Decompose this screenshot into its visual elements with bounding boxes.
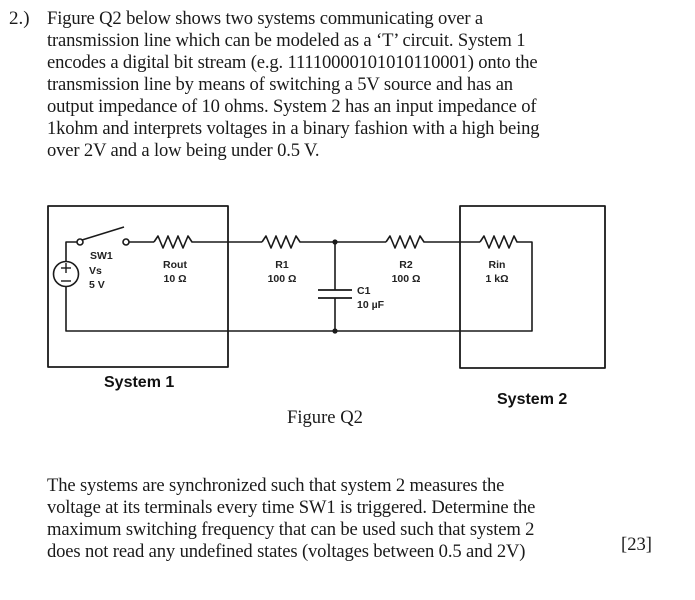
question-line: The systems are synchronized such that s… bbox=[47, 475, 505, 496]
resistor-rin bbox=[335, 235, 533, 332]
question-line: voltage at its terminals every time SW1 … bbox=[47, 497, 536, 518]
sw1-label: SW1 bbox=[90, 250, 113, 262]
intro-line: output impedance of 10 ohms. System 2 ha… bbox=[47, 96, 537, 117]
intro-line: transmission line by means of switching … bbox=[47, 74, 513, 95]
wire-source-top bbox=[65, 241, 77, 262]
question-text: The systems are synchronized such that s… bbox=[47, 475, 535, 563]
rin-value: 1 kΩ bbox=[485, 273, 508, 285]
switch-sw1 bbox=[76, 226, 130, 246]
intro-line: 1kohm and interprets voltages in a binar… bbox=[47, 118, 540, 139]
system1-box bbox=[47, 205, 229, 368]
wire-source-bottom bbox=[65, 286, 335, 332]
figure-caption: Figure Q2 bbox=[287, 407, 363, 428]
rout-label: Rout bbox=[163, 259, 187, 271]
question-intro: Figure Q2 below shows two systems commun… bbox=[47, 8, 540, 162]
r2-label: R2 bbox=[399, 259, 413, 271]
c1-value: 10 µF bbox=[357, 299, 385, 311]
resistor-rout bbox=[153, 235, 196, 249]
junction-top bbox=[332, 239, 338, 245]
intro-line: transmission line which can be modeled a… bbox=[47, 30, 526, 51]
r1-value: 100 Ω bbox=[268, 273, 297, 285]
intro-line: over 2V and a low being under 0.5 V. bbox=[47, 140, 320, 161]
question-line: maximum switching frequency that can be … bbox=[47, 519, 535, 540]
r2-value: 100 Ω bbox=[392, 273, 421, 285]
vs-label: Vs bbox=[89, 265, 102, 277]
resistor-r1 bbox=[261, 235, 302, 249]
intro-line: Figure Q2 below shows two systems commun… bbox=[47, 8, 484, 29]
r1-label: R1 bbox=[275, 259, 289, 271]
voltage-source-vs bbox=[52, 260, 80, 288]
rout-value: 10 Ω bbox=[163, 273, 186, 285]
c1-label: C1 bbox=[357, 285, 371, 297]
question-number: 2.) bbox=[9, 8, 30, 29]
resistor-r2 bbox=[385, 235, 426, 249]
marks-label: [23] bbox=[621, 534, 652, 555]
rin-label: Rin bbox=[489, 259, 506, 271]
system2-label: System 2 bbox=[497, 391, 567, 408]
junction-bottom bbox=[332, 328, 338, 334]
question-line: does not read any undefined states (volt… bbox=[47, 541, 526, 562]
vs-value: 5 V bbox=[89, 279, 105, 291]
intro-line: encodes a digital bit stream (e.g. 11110… bbox=[47, 52, 538, 73]
system2-box bbox=[459, 205, 606, 369]
system1-label: System 1 bbox=[104, 374, 174, 391]
